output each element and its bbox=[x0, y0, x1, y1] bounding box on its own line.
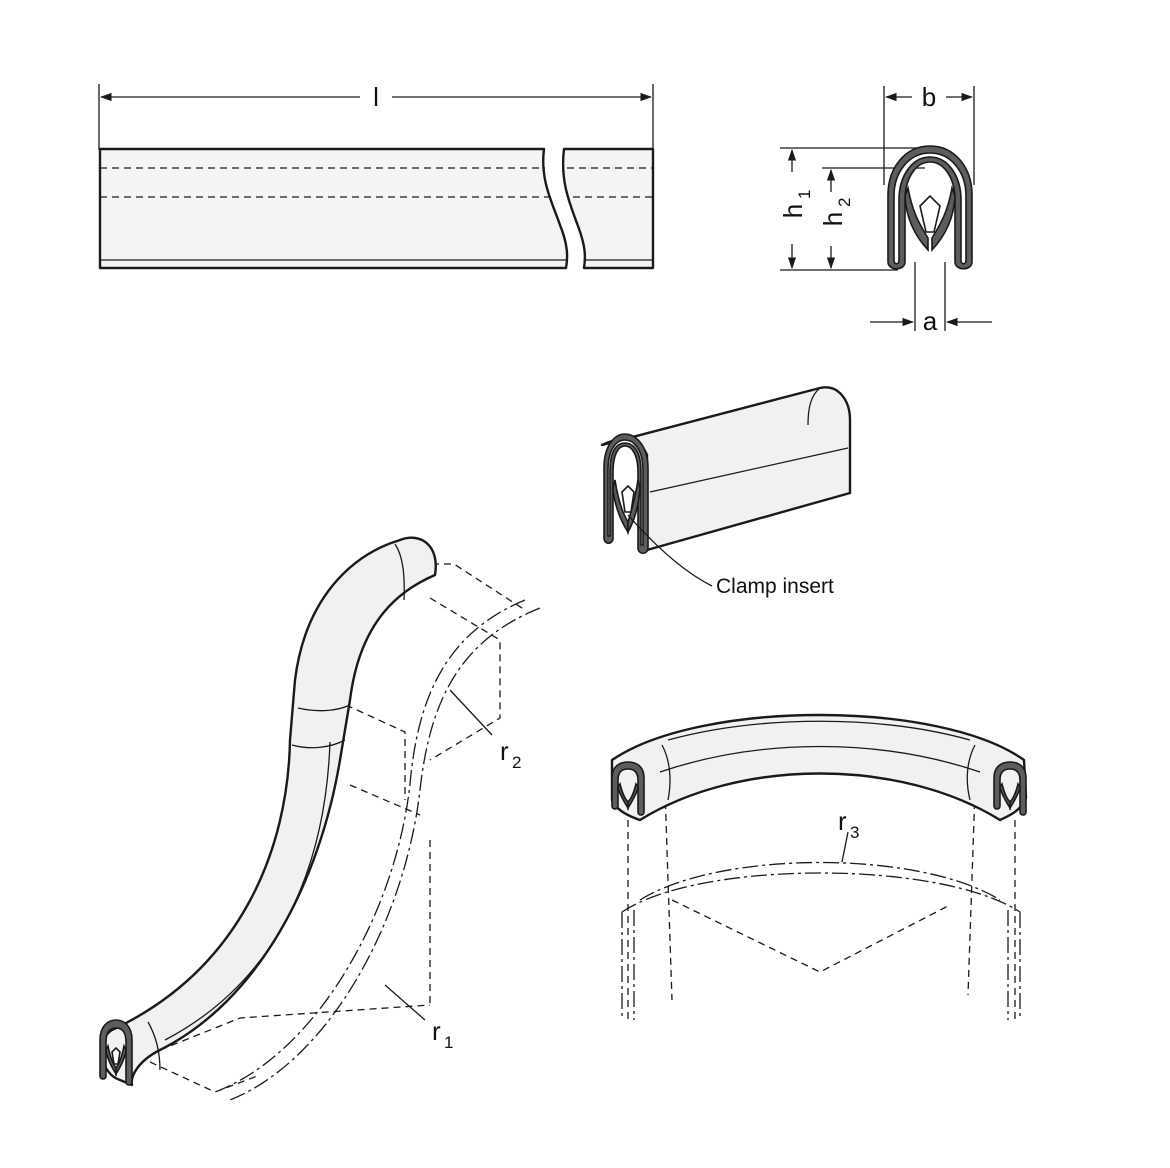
radius-3-label: r bbox=[838, 806, 847, 836]
height-2-subscript: 2 bbox=[835, 198, 854, 207]
radius-2-label: r bbox=[500, 736, 509, 766]
isometric-straight-piece: Clamp insert bbox=[600, 386, 852, 598]
arc-piece: r 3 bbox=[610, 713, 1028, 1020]
height-1-label: h bbox=[778, 204, 808, 218]
radius-1-subscript: 1 bbox=[444, 1033, 453, 1052]
width-label: b bbox=[922, 82, 936, 112]
height-1-subscript: 1 bbox=[795, 190, 814, 199]
radius-3-subscript: 3 bbox=[850, 823, 859, 842]
side-view: l bbox=[98, 82, 655, 270]
s-curve-piece: r 2 r 1 bbox=[99, 536, 541, 1101]
length-label: l bbox=[373, 82, 379, 112]
clamp-opening-label: a bbox=[923, 306, 938, 336]
radius-2-subscript: 2 bbox=[512, 753, 521, 772]
height-2-label: h bbox=[818, 212, 848, 226]
cross-section: b h 1 h 2 a bbox=[778, 82, 992, 336]
clamp-insert-label: Clamp insert bbox=[716, 575, 834, 598]
radius-1-label: r bbox=[432, 1016, 441, 1046]
